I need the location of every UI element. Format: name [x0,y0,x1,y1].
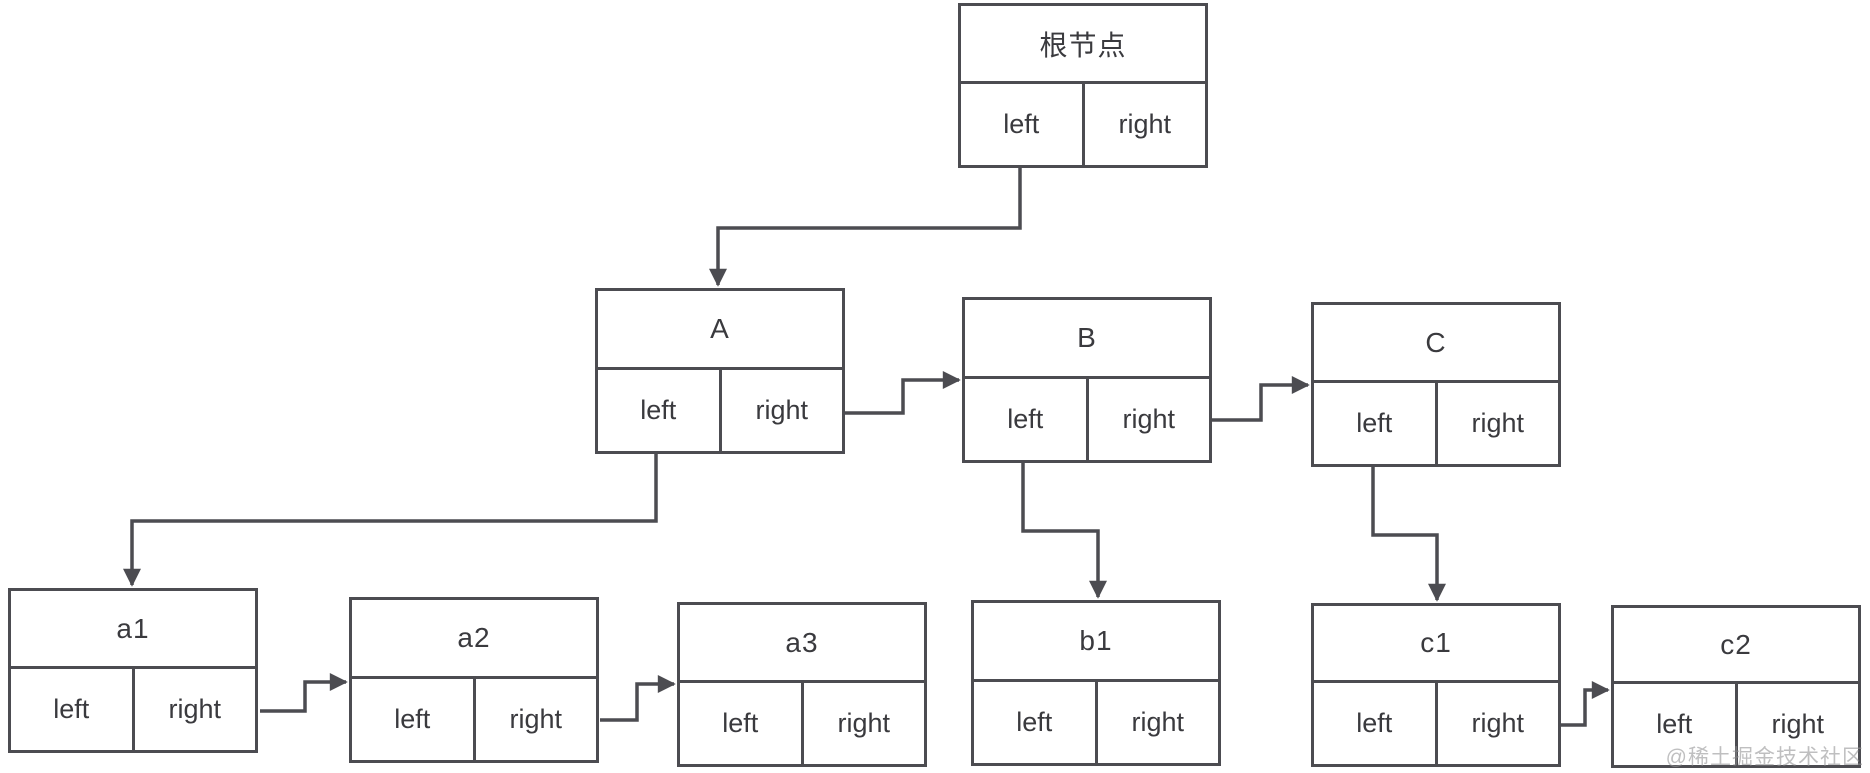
pointer-cell-left: left [352,679,476,760]
pointer-cell-left: left [965,379,1089,460]
node-a1-pointers: left right [11,669,255,750]
node-c1-pointers: left right [1314,683,1558,764]
node-c1-label: c1 [1314,606,1558,683]
edge-a1-right-to-a2 [260,673,348,713]
node-B: B left right [962,297,1212,463]
pointer-cell-left: left [11,669,135,750]
pointer-cell-right: right [1118,109,1172,139]
node-a1-label: a1 [11,591,255,669]
node-C-pointers: left right [1314,383,1558,464]
pointer-cell-left: left [598,370,722,451]
node-root-pointers: left right [961,84,1205,165]
pointer-cell-left: left [1314,683,1438,764]
node-A: A left right [595,288,845,454]
node-a3-label: a3 [680,605,924,683]
node-a3-pointers: left right [680,683,924,764]
node-b1: b1 left right [971,600,1221,766]
node-a2-label: a2 [352,600,596,679]
node-C: C left right [1311,302,1561,467]
pointer-cell-left: left [1314,383,1438,464]
pointer-cell-right: right [509,704,563,734]
pointer-cell-right: right [1471,708,1525,738]
node-C-label: C [1314,305,1558,383]
node-c2-label: c2 [1614,608,1858,684]
pointer-cell-right: right [1131,707,1185,737]
pointer-cell-right: right [168,694,222,724]
pointer-cell-left: left [974,682,1098,763]
node-B-pointers: left right [965,379,1209,460]
node-a2: a2 left right [349,597,599,763]
pointer-cell-right: right [837,708,891,738]
node-root-label: 根节点 [961,6,1205,84]
node-c2-pointers: left right [1614,684,1858,765]
edge-a2-right-to-a3 [600,675,676,722]
edge-B-left-to-b1 [1021,463,1107,599]
node-b1-pointers: left right [974,682,1218,763]
edge-C-left-to-c1 [1371,467,1446,602]
edge-c1-right-to-c2 [1561,681,1610,727]
edge-root-left-to-A [709,167,1022,287]
node-root: 根节点 left right [958,3,1208,168]
pointer-cell-right: right [1122,404,1176,434]
edge-B-right-to-C [1212,376,1310,422]
node-b1-label: b1 [974,603,1218,682]
node-B-label: B [965,300,1209,379]
edge-A-right-to-B [845,371,961,415]
pointer-cell-right: right [1771,709,1825,739]
node-A-pointers: left right [598,370,842,451]
node-a3: a3 left right [677,602,927,767]
node-c1: c1 left right [1311,603,1561,767]
pointer-cell-left: left [680,683,804,764]
node-c2: c2 left right [1611,605,1861,768]
edge-A-left-to-a1 [123,454,658,587]
node-a1: a1 left right [8,588,258,753]
node-A-label: A [598,291,842,370]
pointer-cell-left: left [1614,684,1738,765]
node-a2-pointers: left right [352,679,596,760]
pointer-cell-right: right [1471,408,1525,438]
pointer-cell-left: left [961,84,1085,165]
pointer-cell-right: right [755,395,809,425]
